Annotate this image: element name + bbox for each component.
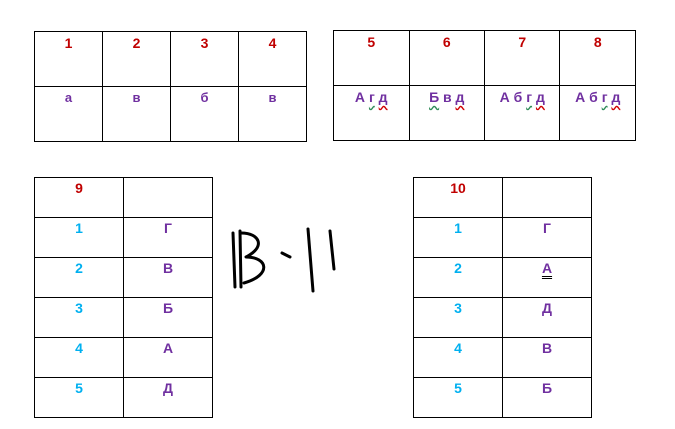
table-row: 5 Д (34, 377, 213, 418)
answer-letter: г (368, 89, 375, 105)
stroke-B-bowls (239, 231, 266, 285)
row-number: 1 (34, 217, 124, 258)
answer-letter: в (443, 89, 452, 105)
stroke-I-1 (306, 227, 315, 293)
answer-letter: д (535, 89, 545, 105)
table-row: 9 (34, 177, 213, 218)
row-number: 1 (413, 217, 503, 258)
question-number: 5 (333, 30, 410, 86)
empty-cell (123, 177, 213, 218)
table-row: 5 Б (413, 377, 592, 418)
answer-letter: А (354, 89, 366, 105)
answer-cell: а (34, 86, 103, 142)
answer-cell: в (237, 86, 308, 142)
table-row: 2 А (413, 257, 592, 298)
answer-cell: В (502, 337, 592, 378)
question-number: 4 (237, 31, 308, 87)
answer-cell: Б (123, 297, 213, 338)
table-row: 4 В (413, 337, 592, 378)
table-row: 5 6 7 8 (333, 30, 636, 86)
row-number: 2 (34, 257, 124, 298)
answer-cell: В (123, 257, 213, 298)
answer-table-10: 10 1 Г 2 А 3 Д 4 В 5 Б (413, 177, 592, 418)
answer-letter: д (455, 89, 465, 105)
answer-letter: А (499, 89, 510, 105)
stroke-dash (280, 251, 292, 259)
answer-letter: А (541, 260, 553, 276)
row-number: 2 (413, 257, 503, 298)
handwritten-note (231, 227, 336, 293)
question-number: 2 (101, 31, 171, 87)
table-row: 3 Д (413, 297, 592, 338)
row-number: 4 (413, 337, 503, 378)
answer-letter: А (575, 89, 586, 105)
table-row: 3 Б (34, 297, 213, 338)
answer-table-5-8: 5 6 7 8 А г д Б в д А б г д А б г д (333, 30, 636, 141)
row-number: 3 (34, 297, 124, 338)
table-row: А г д Б в д А б г д А б г д (333, 85, 636, 141)
answer-table-9: 9 1 Г 2 В 3 Б 4 А 5 Д (34, 177, 213, 418)
question-number: 6 (408, 30, 485, 86)
table-row: 1 2 3 4 (34, 31, 308, 87)
table-row: а в б в (34, 86, 308, 142)
answer-cell: Г (123, 217, 213, 258)
table-title: 9 (34, 177, 124, 218)
stroke-B-spine (238, 229, 243, 289)
answer-table-1-4: 1 2 3 4 а в б в (34, 31, 308, 142)
answer-letter: б (589, 89, 598, 105)
answer-letter: Б (429, 89, 440, 105)
row-number: 4 (34, 337, 124, 378)
stroke-I-2 (328, 229, 336, 271)
stroke-I (231, 231, 237, 289)
question-number: 3 (169, 31, 239, 87)
answer-cell: Г (502, 217, 592, 258)
answer-cell: А (502, 257, 592, 298)
answer-cell: в (101, 86, 171, 142)
answer-letter: г (526, 89, 533, 105)
answer-letter: б (513, 89, 523, 105)
answer-cell: А г д (333, 85, 410, 141)
answer-cell: А (123, 337, 213, 378)
table-row: 10 (413, 177, 592, 218)
answer-letter: г (601, 89, 608, 105)
empty-cell (502, 177, 592, 218)
answer-cell: Б в д (408, 85, 485, 141)
row-number: 5 (413, 377, 503, 418)
table-row: 1 Г (34, 217, 213, 258)
answer-cell: Д (123, 377, 213, 418)
table-title: 10 (413, 177, 503, 218)
answer-cell: Б (502, 377, 592, 418)
row-number: 3 (413, 297, 503, 338)
question-number: 8 (559, 30, 636, 86)
answer-letter: д (611, 89, 621, 105)
row-number: 5 (34, 377, 124, 418)
question-number: 1 (34, 31, 103, 87)
table-row: 2 В (34, 257, 213, 298)
answer-cell: Д (502, 297, 592, 338)
answer-cell: А б г д (483, 85, 561, 141)
answer-cell: А б г д (559, 85, 636, 141)
table-row: 1 Г (413, 217, 592, 258)
answer-letter: д (378, 89, 388, 105)
table-row: 4 А (34, 337, 213, 378)
question-number: 7 (483, 30, 561, 86)
answer-cell: б (169, 86, 239, 142)
